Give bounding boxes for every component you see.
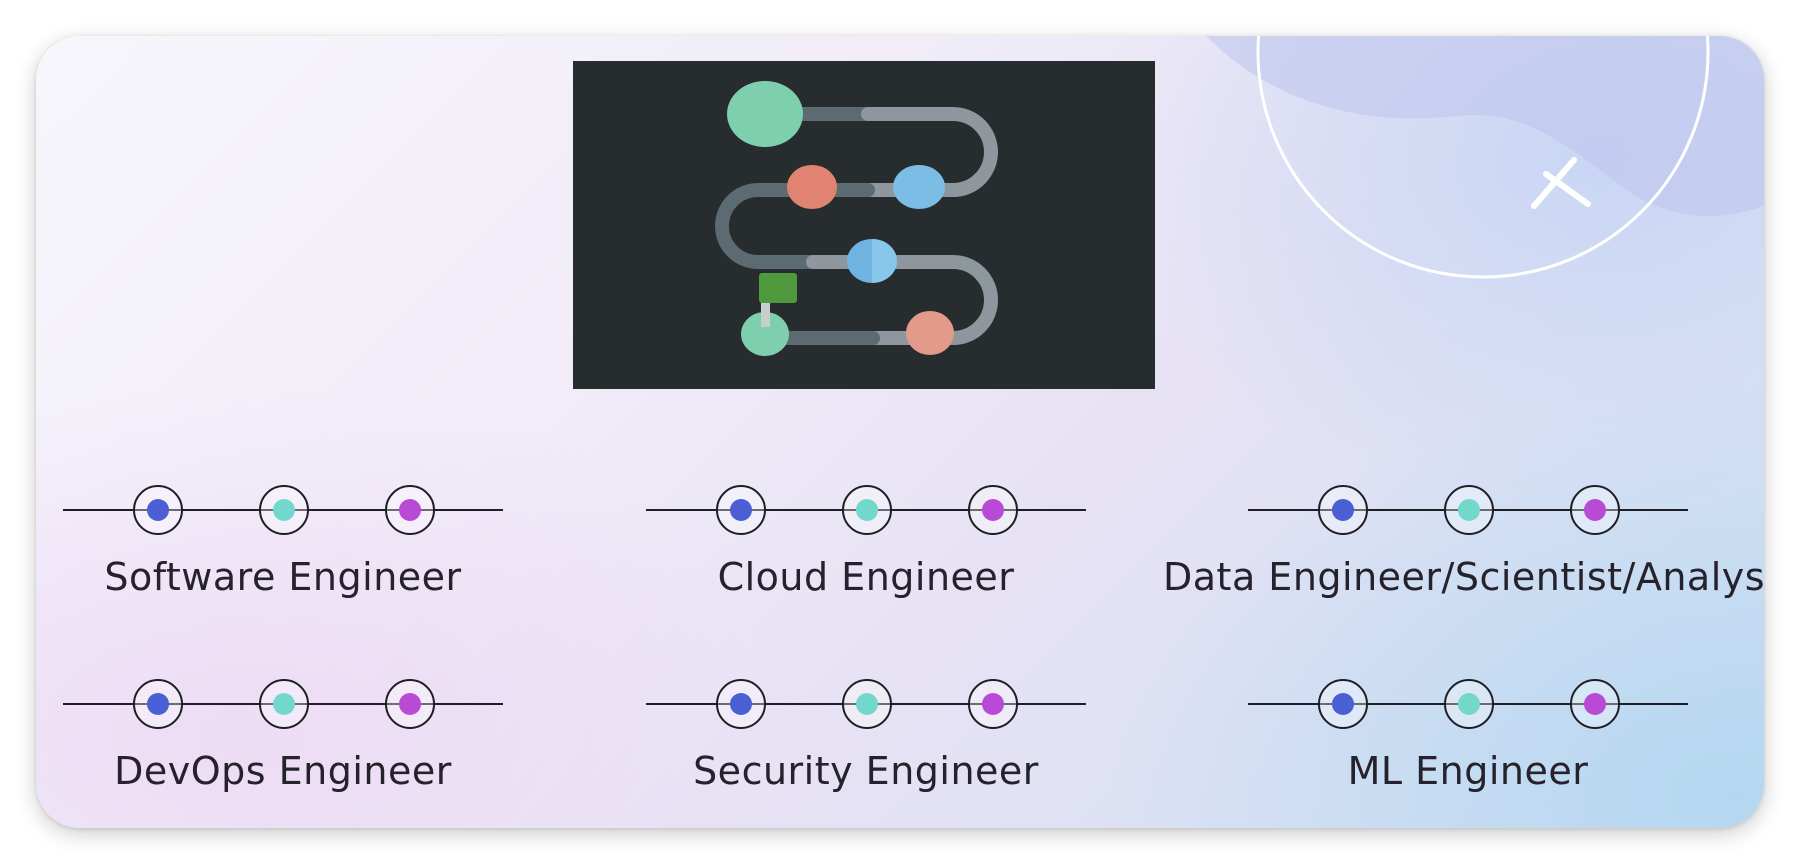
role-track-ml-engineer: ML Engineer [1248,674,1688,814]
timeline-dot-teal [1458,693,1480,715]
timeline-dot-teal [273,499,295,521]
timeline-dot-purple [399,693,421,715]
timeline-dot-blue [147,499,169,521]
timeline [1248,480,1688,540]
role-track-software-engineer: Software Engineer [63,480,503,620]
timeline-node [259,679,309,729]
timeline-node [133,679,183,729]
timeline-node [1318,485,1368,535]
flag-pole [761,297,770,327]
timeline-dot-blue [1332,693,1354,715]
flag-icon [759,273,797,303]
roadmap-stop-end [741,312,789,356]
timeline-dot-teal [856,499,878,521]
slide-frame: Software Engineer Cloud Engineer Data En… [36,36,1764,828]
role-track-data-engineer: Data Engineer/Scientist/Analyst [1163,480,1764,620]
role-track-cloud-engineer: Cloud Engineer [646,480,1086,620]
timeline-dot-purple [1584,499,1606,521]
timeline [63,674,503,734]
timeline-node [1570,679,1620,729]
timeline-node [716,485,766,535]
timeline-node [968,679,1018,729]
timeline-dot-purple [982,693,1004,715]
role-track-devops-engineer: DevOps Engineer [63,674,503,814]
timeline [646,674,1086,734]
roadmap-stop [906,311,954,355]
timeline [63,480,503,540]
role-track-security-engineer: Security Engineer [646,674,1086,814]
timeline-dot-blue [730,499,752,521]
timeline-node [968,485,1018,535]
timeline-dot-purple [982,499,1004,521]
timeline-dot-teal [273,693,295,715]
role-label: ML Engineer [1347,749,1589,793]
timeline-dot-blue [1332,499,1354,521]
timeline-node [385,679,435,729]
timeline-dot-blue [730,693,752,715]
roadmap-path-illustration [573,61,1155,389]
timeline-node [716,679,766,729]
timeline-node [842,485,892,535]
timeline-dot-teal [856,693,878,715]
timeline-dot-purple [1584,693,1606,715]
timeline-node [1570,485,1620,535]
roadmap-stop [787,165,837,209]
timeline-node [133,485,183,535]
timeline-node [1444,485,1494,535]
role-label: Security Engineer [693,749,1039,793]
role-label: Cloud Engineer [717,555,1015,599]
timeline [1248,674,1688,734]
timeline-dot-blue [147,693,169,715]
timeline-dot-teal [1458,499,1480,521]
roadmap-stop-start [727,81,803,147]
timeline-node [1318,679,1368,729]
timeline-node [1444,679,1494,729]
timeline-dot-purple [399,499,421,521]
timeline-node [842,679,892,729]
role-label: Software Engineer [104,555,462,599]
timeline [646,480,1086,540]
role-label: Data Engineer/Scientist/Analyst [1163,555,1764,599]
close-icon[interactable] [1516,146,1596,226]
role-label: DevOps Engineer [114,749,452,793]
roadmap-stop [893,165,945,209]
timeline-node [259,485,309,535]
timeline-node [385,485,435,535]
